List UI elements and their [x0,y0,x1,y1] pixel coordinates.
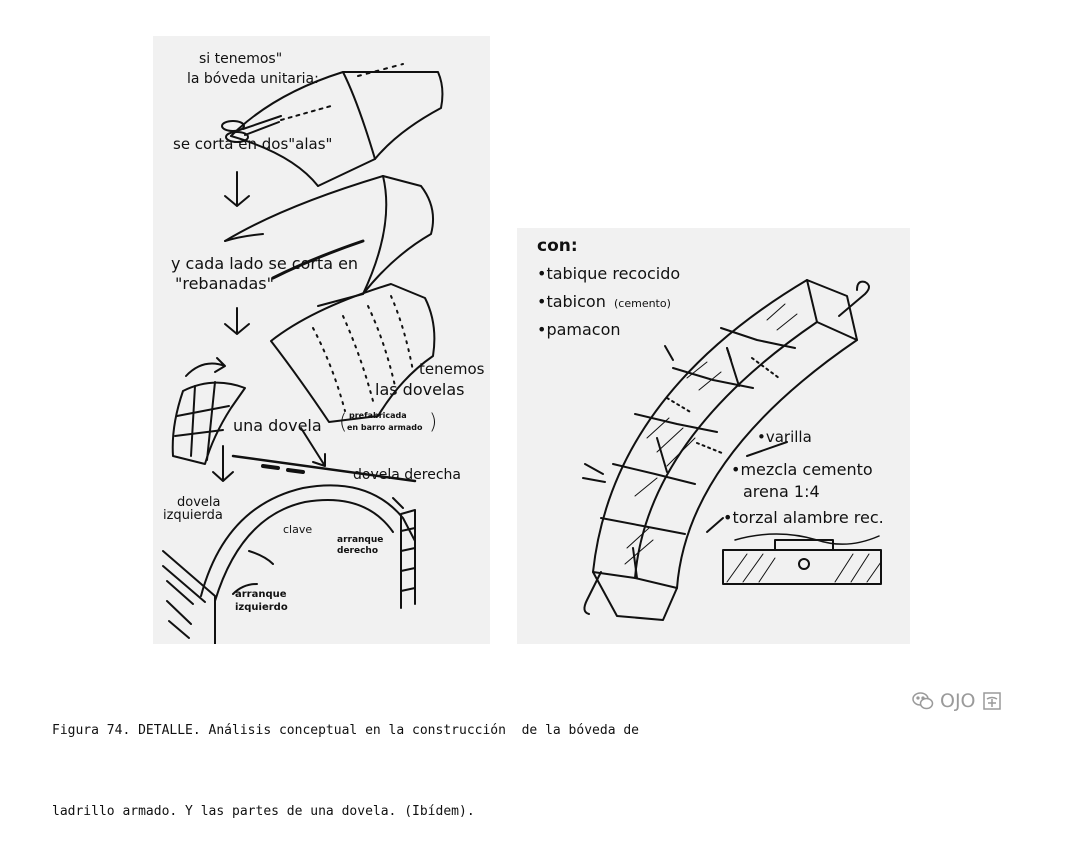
caption-line-1: Figura 74. DETALLE. Análisis conceptual … [52,723,639,738]
label-tabicon-note: (cemento) [614,297,671,310]
label-con: con: [537,236,578,256]
rebar-end-bottom [583,571,602,615]
curved-brick-block-sketch [592,279,858,621]
wechat-icon [912,692,934,710]
label-rebanadas: "rebanadas" [175,274,274,293]
vault-decomposition-drawing [162,63,444,644]
wire-ties [582,345,732,483]
curved-arrow [185,357,226,377]
sliced-half-sketch [270,283,436,423]
label-varilla: •varilla [757,428,812,446]
clave-pointer [248,550,274,565]
paren-open: ( [339,410,348,434]
watermark-text: OJO [940,690,976,712]
label-pamacon: •pamacon [537,320,621,339]
caption-line-2: ladrillo armado. Y las partes de una dov… [52,804,475,819]
arranque-izquierdo-pointer [232,583,258,595]
label-dovela-derecha: dovela derecha [353,467,461,483]
label-si-tenemos: si tenemos" [199,51,283,67]
label-tenemos: tenemos [419,360,485,378]
dovela-block-sketch [171,381,246,465]
torzal-pointer [706,517,724,533]
label-prefabricada: prefabricada [349,411,407,420]
label-arranque-derecho-1: arranque [337,535,384,545]
label-las-dovelas: las dovelas [375,380,465,399]
label-arranque-izquierdo-1: arranque [235,589,287,600]
dovela-detail-drawing [582,279,882,621]
down-arrow-3 [212,445,234,482]
figure-caption: Figura 74. DETALLE. Análisis conceptual … [52,663,1032,852]
watermark: OJO [912,688,1002,714]
left-figure-panel: si tenemos" la bóveda unitaria: se corta… [153,36,490,644]
right-figure-panel: con: •tabique recocido •tabicon (cemento… [517,228,910,644]
dovela-derecha-pointer [392,497,404,509]
label-dovela: dovela [177,495,221,510]
label-izquierda: izquierda [163,508,223,523]
label-en-barro-armado: en barro armado [347,423,423,432]
label-torzal: •torzal alambre rec. [723,508,884,527]
label-arena: arena 1:4 [743,482,820,501]
label-clave: clave [283,523,313,536]
rebar-end-top [838,280,870,317]
assembled-arch-sketch [162,454,417,644]
label-cada-lado: y cada lado se corta en [171,254,359,273]
label-mezcla: •mezcla cemento [731,460,873,479]
label-boveda-unitaria: la bóveda unitaria: [187,71,319,87]
label-tabique: •tabique recocido [537,264,681,283]
paren-close: ) [429,410,438,434]
label-arranque-izquierdo-2: izquierdo [235,602,288,613]
label-se-corta: se corta en dos"alas" [173,135,333,153]
split-wings-sketch [224,175,434,307]
label-arranque-derecho-2: derecho [337,546,379,556]
label-una-dovela: una dovela [233,416,322,435]
label-tabicon: •tabicon [537,292,606,311]
cross-section-sketch [722,533,882,585]
diagonal-arrow [300,427,326,467]
mortar-hatching [624,303,798,565]
down-arrow-2 [224,307,250,335]
scissors-icon [221,105,332,143]
varilla-pointer [746,441,788,457]
watermark-box-glyph [982,692,1001,710]
down-arrow-1 [224,171,250,207]
